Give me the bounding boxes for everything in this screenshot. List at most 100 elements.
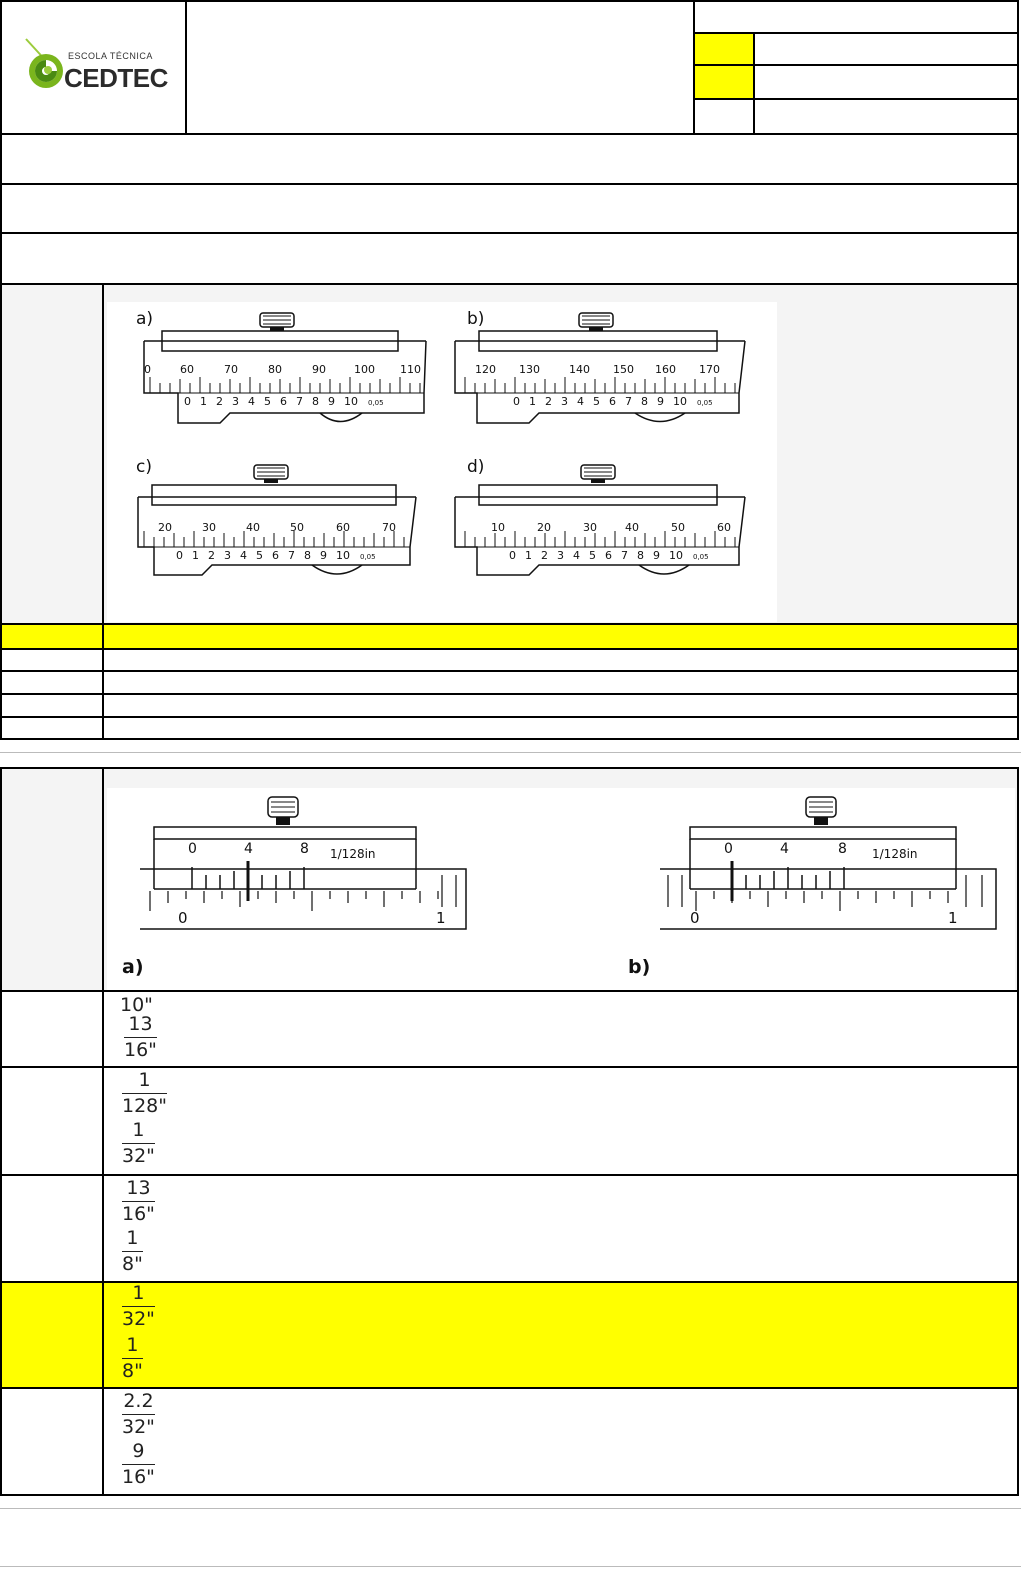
scale-label: 2 bbox=[216, 395, 223, 408]
scale-label: 4 bbox=[248, 395, 255, 408]
scale-label: 10 bbox=[669, 549, 683, 562]
fraction-bar bbox=[122, 1358, 143, 1359]
scale-label: 40 bbox=[625, 521, 639, 534]
resolution-label: 0,05 bbox=[360, 553, 376, 561]
scale-label: 3 bbox=[224, 549, 231, 562]
option-3[interactable]: 13 16" 1 8" bbox=[104, 1176, 1004, 1281]
scale-label: 5 bbox=[593, 395, 600, 408]
question-2-box bbox=[0, 767, 1019, 1496]
option-1-fraction: 13 16" bbox=[124, 1014, 157, 1060]
info-row-3 bbox=[0, 232, 1019, 285]
scale-label: 140 bbox=[569, 363, 590, 376]
numerator: 1 bbox=[132, 1282, 145, 1304]
caliper-label: d) bbox=[467, 457, 485, 477]
fraction-bar bbox=[122, 1464, 155, 1465]
denominator: 32" bbox=[122, 1145, 155, 1167]
scale-label: 0 bbox=[176, 549, 183, 562]
caliper-metric-d: d) 10 20 30 40 50 60 0 1 2 3 4 5 6 7 8 9… bbox=[445, 455, 755, 589]
caliper-label: c) bbox=[136, 457, 152, 477]
resolution-label: 0,05 bbox=[693, 553, 709, 561]
scale-label: 70 bbox=[382, 521, 396, 534]
inch-caliper-a-label: a) bbox=[122, 956, 144, 978]
scale-label: 150 bbox=[613, 363, 634, 376]
option-2-fraction-2: 1 32" bbox=[122, 1120, 155, 1166]
vernier-label: 4 bbox=[780, 841, 789, 857]
scale-label: 110 bbox=[400, 363, 421, 376]
denominator: 8" bbox=[122, 1360, 143, 1382]
option-2-fraction-1: 1 128" bbox=[122, 1069, 168, 1116]
page-separator bbox=[0, 752, 1021, 753]
scale-label: 6 bbox=[609, 395, 616, 408]
question-2-divider-over-highlight bbox=[102, 1281, 104, 1389]
denominator: 16" bbox=[122, 1466, 155, 1488]
scale-label: 90 bbox=[312, 363, 326, 376]
header-divider-1 bbox=[185, 0, 187, 135]
scale-label: 4 bbox=[240, 549, 247, 562]
answer-row-4[interactable] bbox=[0, 693, 1019, 718]
inch-caliper-b-label: b) bbox=[628, 956, 651, 978]
numerator: 13 bbox=[128, 1013, 153, 1035]
numerator: 1 bbox=[132, 1119, 145, 1141]
question-2-divider bbox=[102, 767, 104, 1496]
scale-label: 8 bbox=[637, 549, 644, 562]
option-1[interactable]: 10" 13 16" bbox=[104, 992, 1004, 1066]
option-4[interactable]: 1 32" 1 8" bbox=[104, 1283, 1004, 1387]
answer-row-5[interactable] bbox=[0, 716, 1019, 740]
vernier-label: 8 bbox=[300, 841, 309, 857]
scale-label: 10 bbox=[336, 549, 350, 562]
option-3-fraction-2: 1 8" bbox=[122, 1228, 143, 1274]
numerator: 1 bbox=[126, 1334, 139, 1356]
scale-label: 1 bbox=[525, 549, 532, 562]
scale-label: 130 bbox=[519, 363, 540, 376]
answer-row-3[interactable] bbox=[0, 670, 1019, 695]
scale-label: 120 bbox=[475, 363, 496, 376]
scale-label: 2 bbox=[541, 549, 548, 562]
scale-label: 3 bbox=[561, 395, 568, 408]
fraction-bar bbox=[122, 1093, 168, 1094]
option-row-line-3 bbox=[0, 1174, 1019, 1176]
vernier-label: 0 bbox=[724, 841, 733, 857]
answer-row-1-highlighted[interactable] bbox=[0, 623, 1019, 650]
main-label: 1 bbox=[436, 909, 446, 927]
info-row-2 bbox=[0, 183, 1019, 234]
caliper-drawing bbox=[143, 312, 427, 424]
vernier-label: 4 bbox=[244, 841, 253, 857]
option-2[interactable]: 1 128" 1 32" bbox=[104, 1068, 1004, 1174]
header-row-line-1 bbox=[693, 32, 1019, 34]
scale-label: 9 bbox=[320, 549, 327, 562]
denominator: 16" bbox=[124, 1039, 157, 1061]
scale-label: 5 bbox=[256, 549, 263, 562]
scale-label: 5 bbox=[589, 549, 596, 562]
numerator: 1 bbox=[138, 1069, 151, 1091]
option-5[interactable]: 2.2 32" 9 16" bbox=[104, 1389, 1004, 1494]
header-divider-3 bbox=[753, 32, 755, 135]
denominator: 8" bbox=[122, 1253, 143, 1275]
scale-label: 60 bbox=[336, 521, 350, 534]
scale-label: 160 bbox=[655, 363, 676, 376]
scale-label: 4 bbox=[573, 549, 580, 562]
scale-label: 6 bbox=[280, 395, 287, 408]
scale-label: 2 bbox=[545, 395, 552, 408]
inch-caliper-drawing bbox=[660, 796, 997, 930]
scale-label: 1 bbox=[529, 395, 536, 408]
scale-label: 7 bbox=[625, 395, 632, 408]
fraction-bar bbox=[122, 1143, 155, 1144]
numerator: 13 bbox=[126, 1177, 151, 1199]
scale-label: 0 bbox=[144, 363, 151, 376]
scale-label: 5 bbox=[264, 395, 271, 408]
denominator: 32" bbox=[122, 1416, 155, 1438]
option-row-highlighted[interactable] bbox=[0, 1281, 1019, 1389]
caliper-label: b) bbox=[467, 309, 485, 329]
scale-label: 4 bbox=[577, 395, 584, 408]
scale-label: 9 bbox=[328, 395, 335, 408]
caliper-figure-panel bbox=[107, 302, 777, 622]
main-label: 0 bbox=[690, 909, 700, 927]
header-row-line-2 bbox=[693, 64, 1019, 66]
option-1-plain-value: 10" bbox=[120, 994, 153, 1016]
scale-label: 10 bbox=[673, 395, 687, 408]
scale-label: 170 bbox=[699, 363, 720, 376]
option-row-line-2 bbox=[0, 1066, 1019, 1068]
scale-label: 8 bbox=[641, 395, 648, 408]
scale-label: 20 bbox=[158, 521, 172, 534]
answer-row-2[interactable] bbox=[0, 648, 1019, 672]
